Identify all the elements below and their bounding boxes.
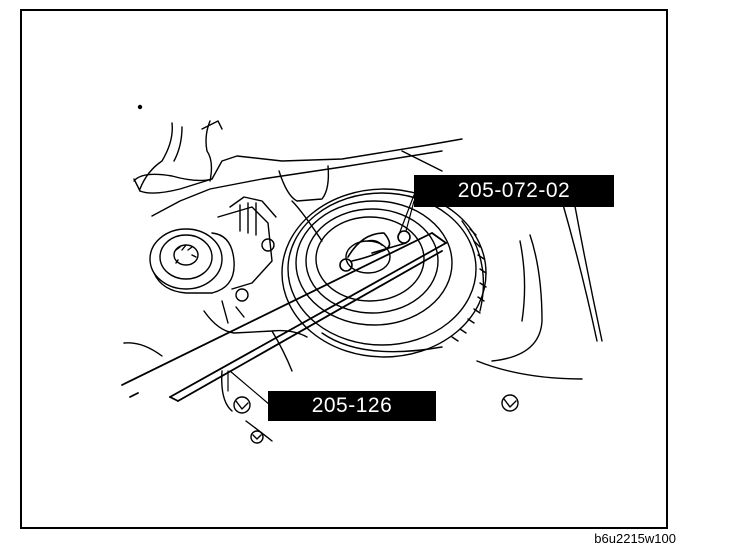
leader-lines [227, 194, 415, 406]
figure-id-label: b6u2215w100 [594, 531, 676, 546]
callout-tool-205-072-02: 205-072-02 [414, 175, 614, 207]
stray-mark [137, 104, 143, 110]
bolt-symbols [233, 394, 519, 444]
engine-illustration [121, 104, 603, 444]
tool-205-126 [121, 232, 447, 402]
tensioner-pulley [149, 196, 277, 324]
engine-block-outline [123, 120, 603, 442]
tool-205-072-02 [339, 230, 411, 272]
callout-tool-205-126: 205-126 [268, 391, 436, 421]
figure-frame: 205-072-02 205-126 [20, 9, 668, 529]
crankshaft-pulley [281, 188, 487, 358]
